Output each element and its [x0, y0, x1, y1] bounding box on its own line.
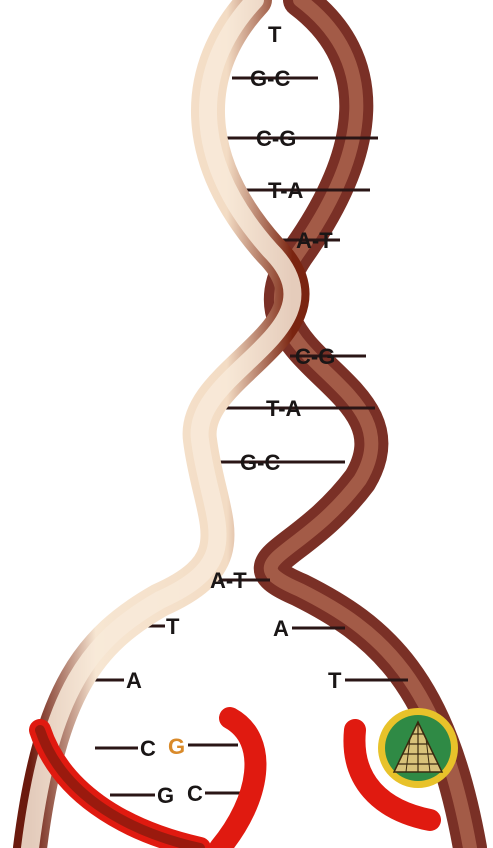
new-pair-base: C — [187, 781, 203, 806]
unpaired-base-left: T — [166, 614, 180, 639]
base-pair-label: G-C — [240, 450, 280, 475]
new-pair-base: C — [140, 736, 156, 761]
base-pair-label: A-T — [210, 568, 247, 593]
pyramid-badge — [378, 708, 458, 788]
unpaired-base-left: A — [126, 668, 142, 693]
unpaired-base-right: T — [328, 668, 342, 693]
base-pair-label: G-C — [250, 66, 290, 91]
base-pair-label: T — [268, 22, 282, 47]
unpaired-base-right: A — [273, 616, 289, 641]
base-pair-label: A-T — [296, 228, 333, 253]
new-pair-base: G — [168, 734, 185, 759]
base-pair-label: T-A — [268, 178, 304, 203]
new-pair-base: G — [157, 783, 174, 808]
base-pair-label: T-A — [266, 396, 302, 421]
base-pair-label: C-G — [256, 126, 296, 151]
base-pair-label: C-G — [295, 344, 335, 369]
dna-strand-front — [30, 0, 292, 848]
